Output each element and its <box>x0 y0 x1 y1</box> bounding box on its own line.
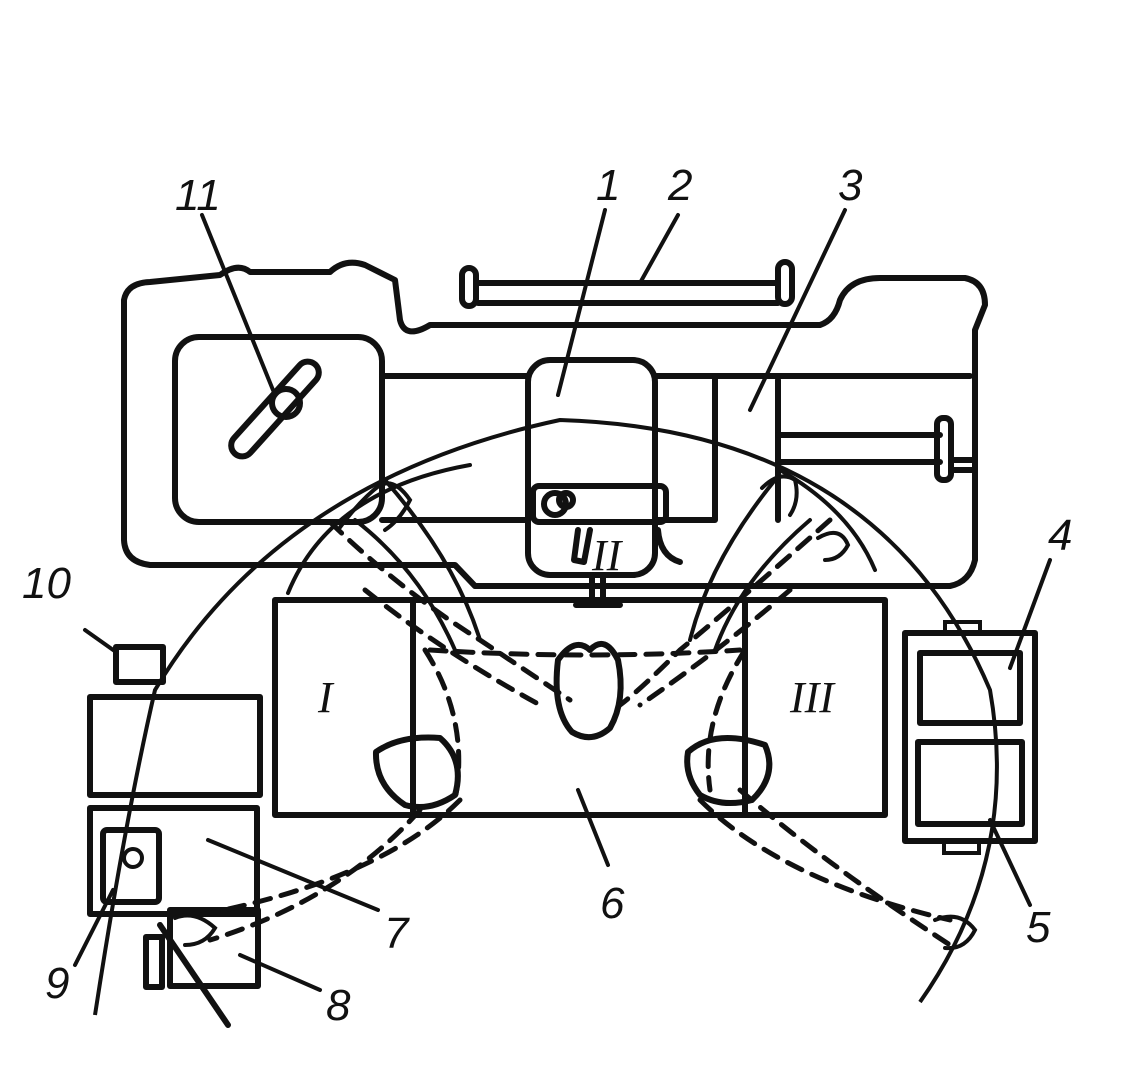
operator-head <box>553 640 624 741</box>
upper-arms-outline-r <box>617 517 833 708</box>
machine <box>121 259 988 608</box>
zone-label-3: III <box>789 673 836 722</box>
label-5: 5 <box>1026 903 1051 952</box>
left-forearm <box>353 478 482 652</box>
zone-labels: I II III <box>317 531 836 722</box>
right-cabinet-top-tab <box>943 620 982 636</box>
label-8: 8 <box>326 981 351 1030</box>
left-upper-arm <box>422 647 462 803</box>
label-3: 3 <box>838 161 863 210</box>
tailstock-handwheel <box>934 415 954 483</box>
drawer-8 <box>167 907 261 989</box>
right-cabinet-bottom-tab <box>942 839 981 855</box>
right-hand-bottom <box>933 914 978 951</box>
box-10 <box>113 644 166 685</box>
headstock-panel <box>172 334 385 525</box>
label-4: 4 <box>1048 511 1072 560</box>
label-11: 11 <box>175 171 221 220</box>
leader-3 <box>748 208 847 412</box>
machine-body-outline <box>121 259 988 589</box>
work-table <box>87 597 1038 990</box>
leader-11 <box>200 213 277 397</box>
leader-7 <box>206 838 380 912</box>
operator-figure <box>173 474 978 951</box>
leader-4 <box>1008 558 1052 670</box>
carriage-apron <box>530 483 669 525</box>
label-9: 9 <box>45 959 69 1008</box>
right-cabinet <box>902 630 1038 844</box>
number-labels: 1 2 3 4 5 6 7 8 9 10 11 <box>22 161 1072 1030</box>
leader-2 <box>638 213 680 285</box>
apron-lever-right <box>655 527 683 565</box>
upper-arms-outline <box>327 519 573 703</box>
leader-10 <box>83 628 118 654</box>
right-hand-top <box>760 474 799 517</box>
leader-lines <box>73 208 1052 1028</box>
leader-8 <box>238 953 322 992</box>
right-shoulder <box>684 734 773 807</box>
apron-hub <box>556 490 576 510</box>
tool-holder-9 <box>100 827 162 905</box>
leader-6 <box>576 788 610 867</box>
zone-label-1: I <box>317 673 335 722</box>
speed-lever-pivot <box>269 386 303 420</box>
leader-1 <box>556 208 607 397</box>
reach-zone-arc <box>93 417 999 1016</box>
zone-label-2: II <box>591 531 624 580</box>
lead-screw <box>475 280 781 306</box>
tailstock <box>775 432 943 465</box>
right-arm-reach <box>697 797 953 923</box>
left-cabinet-top <box>87 694 263 798</box>
tool-holder-9-knob <box>122 847 144 869</box>
left-hand-bottom <box>173 913 218 947</box>
left-hand-top <box>336 481 413 532</box>
right-cabinet-upper <box>917 650 1023 726</box>
label-7: 7 <box>384 909 410 958</box>
drawer-8-handle <box>143 934 165 990</box>
leader-5 <box>988 818 1032 907</box>
right-cabinet-lower <box>915 739 1025 827</box>
right-hand-side <box>816 530 851 562</box>
label-10: 10 <box>22 559 71 608</box>
label-1: 1 <box>596 161 620 210</box>
lead-screw-right-end <box>775 259 795 307</box>
apron-lever-left <box>571 527 593 565</box>
lead-screw-left-end <box>459 265 479 309</box>
right-upper-arm <box>705 647 748 793</box>
bed-strip <box>379 373 973 523</box>
table-panel <box>272 597 888 818</box>
tailstock-handle <box>948 457 978 473</box>
right-forearm <box>688 478 812 652</box>
tool-handle-8 <box>157 922 231 1028</box>
label-6: 6 <box>600 879 625 928</box>
label-2: 2 <box>667 161 692 210</box>
leader-9 <box>73 888 115 967</box>
shoulder-arc <box>427 647 743 658</box>
right-arm-reach-2 <box>737 787 953 948</box>
left-shoulder <box>372 734 461 810</box>
